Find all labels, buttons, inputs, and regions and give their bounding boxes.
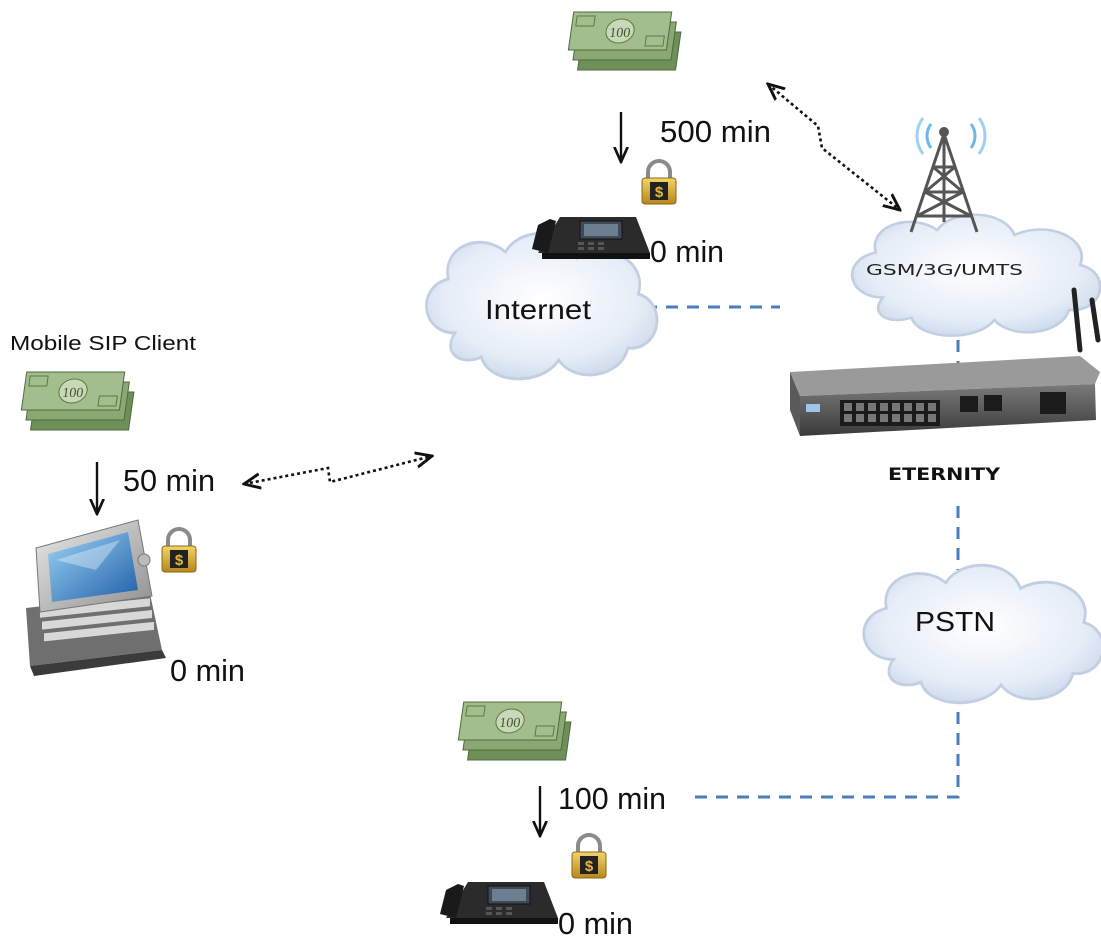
left-title: Mobile SIP Client	[10, 333, 197, 355]
top-cash-minutes: 500 min	[660, 114, 771, 149]
pstn-label: PSTN	[915, 606, 995, 637]
left-device-minutes: 0 min	[170, 653, 245, 688]
down-arrows	[97, 112, 621, 836]
bottom-phone-minutes: 0 min	[558, 906, 633, 941]
padlock-dollar-icon	[640, 159, 678, 206]
padlock-dollar-icon	[570, 833, 608, 880]
padlock-dollar-icon	[160, 527, 198, 574]
gsm-label: GSM/3G/UMTS	[866, 261, 1023, 279]
money-stack-icon	[18, 371, 138, 431]
double-arrow-icon	[768, 84, 900, 210]
pda-device-icon	[26, 519, 166, 676]
left-cash-minutes: 50 min	[123, 463, 215, 498]
link-pstn-bottom	[690, 712, 960, 799]
dashed-links	[645, 305, 960, 799]
money-stack-icon	[455, 701, 575, 761]
bottom-cash-minutes: 100 min	[558, 781, 666, 816]
top-phone-minutes: 0 min	[650, 234, 724, 269]
eternity-label: ETERNITY	[888, 465, 1001, 485]
pbx-appliance-icon	[790, 287, 1101, 436]
internet-label: Internet	[485, 294, 591, 325]
cell-tower-icon	[909, 117, 987, 233]
dotted-links	[244, 84, 900, 484]
double-arrow-icon	[244, 456, 432, 484]
desk-phone-icon	[531, 216, 651, 260]
desk-phone-icon	[439, 881, 559, 925]
money-stack-icon	[565, 11, 685, 71]
